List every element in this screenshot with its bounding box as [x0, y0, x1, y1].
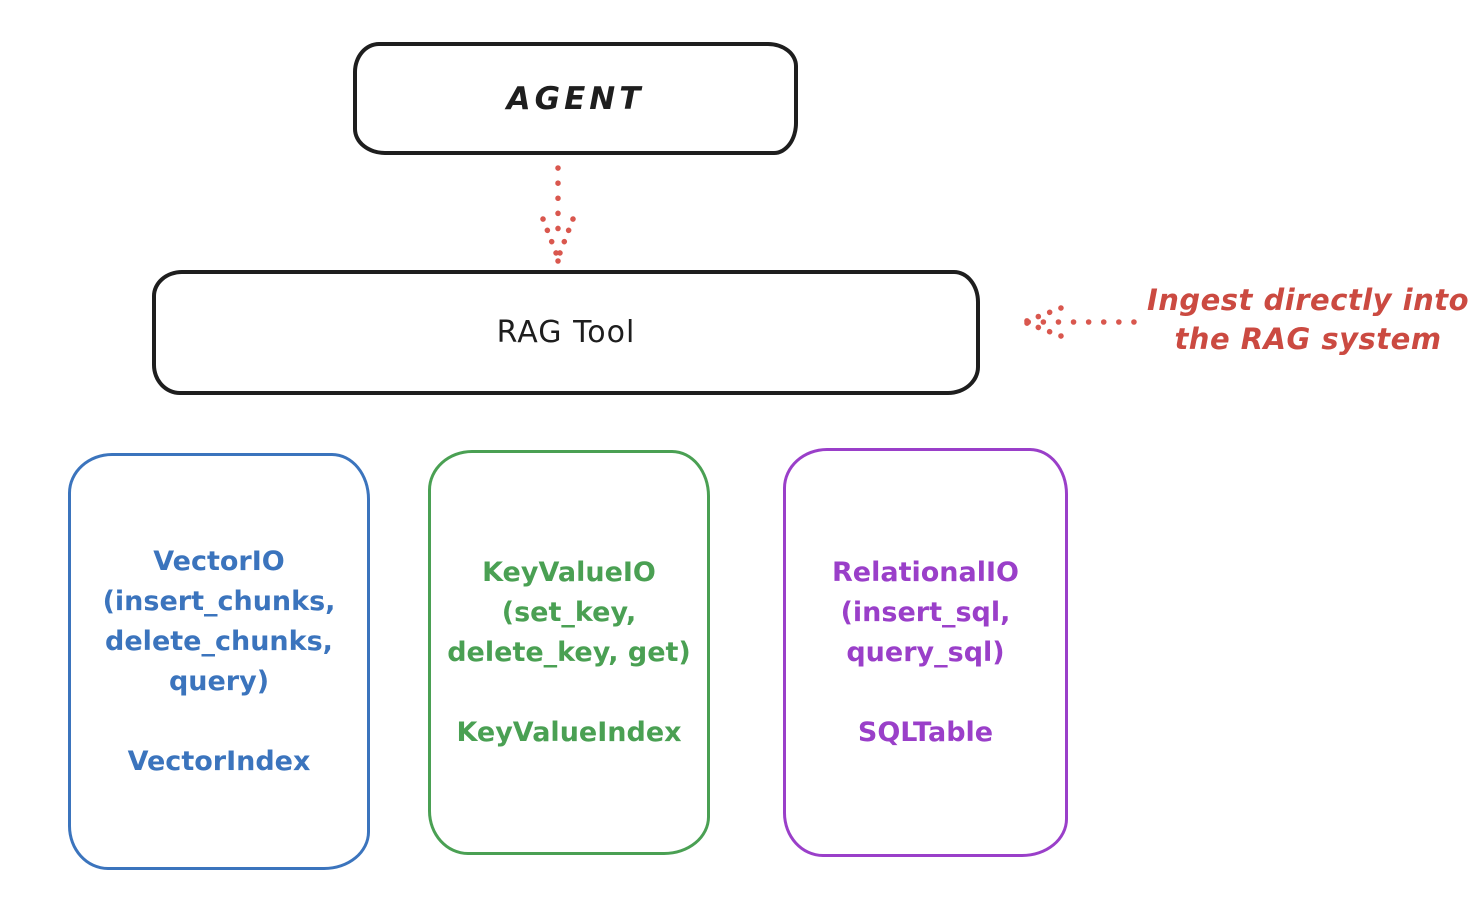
relational-store-title-line: query_sql) — [846, 636, 1005, 668]
ingest-annotation-line2: the RAG system — [1174, 322, 1442, 356]
agent-node: AGENT — [353, 42, 798, 155]
relational-store-title: RelationalIO (insert_sql, query_sql) — [832, 553, 1019, 673]
keyvalue-store-title-line: KeyValueIO — [482, 556, 656, 588]
rag-tool-node: RAG Tool — [152, 270, 980, 395]
vector-index-label: VectorIndex — [127, 745, 311, 777]
relational-store-title-line: RelationalIO — [832, 556, 1019, 588]
agent-to-rag-dotted-arrow-down-icon — [540, 165, 576, 264]
vector-store-title-line: (insert_chunks, — [102, 585, 336, 617]
keyvalue-store-title: KeyValueIO (set_key, delete_key, get) — [447, 553, 691, 673]
ingest-annotation: Ingest directly into the RAG system — [1138, 281, 1478, 359]
rag-tool-label: RAG Tool — [496, 315, 636, 350]
vector-store-title: VectorIO (insert_chunks, delete_chunks, … — [103, 542, 336, 702]
ingest-dotted-arrow-left-icon — [1021, 305, 1137, 339]
vector-store-title-line: query) — [168, 665, 270, 697]
keyvalue-store-title-line: (set_key, — [501, 596, 637, 628]
agent-label: AGENT — [506, 80, 645, 117]
keyvalue-store-node: KeyValueIO (set_key, delete_key, get) Ke… — [428, 450, 710, 855]
relational-store-title-line: (insert_sql, — [840, 596, 1011, 628]
vector-store-node: VectorIO (insert_chunks, delete_chunks, … — [68, 453, 370, 870]
keyvalue-store-title-line: delete_key, get) — [447, 636, 691, 668]
ingest-annotation-line1: Ingest directly into — [1146, 283, 1470, 317]
relational-store-node: RelationalIO (insert_sql, query_sql) SQL… — [783, 448, 1068, 857]
vector-store-title-line: VectorIO — [153, 545, 285, 577]
vector-store-title-line: delete_chunks, — [105, 625, 333, 657]
keyvalue-index-label: KeyValueIndex — [456, 716, 682, 748]
sql-table-label: SQLTable — [857, 716, 994, 748]
